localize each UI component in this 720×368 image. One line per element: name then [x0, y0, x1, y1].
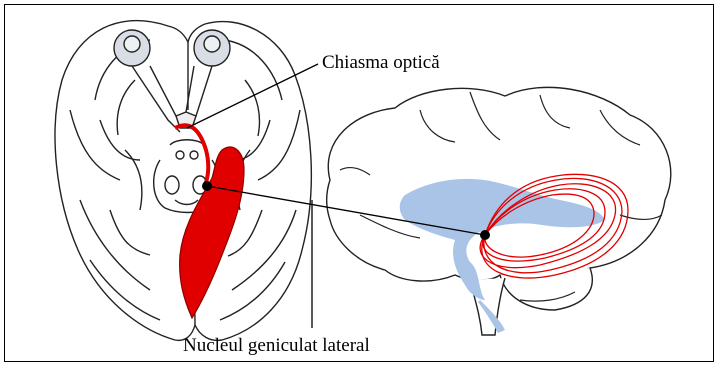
label-optic-chiasm: Chiasma optică	[322, 53, 440, 72]
label-lateral-geniculate-nucleus: Nucleul geniculat lateral	[183, 336, 370, 355]
